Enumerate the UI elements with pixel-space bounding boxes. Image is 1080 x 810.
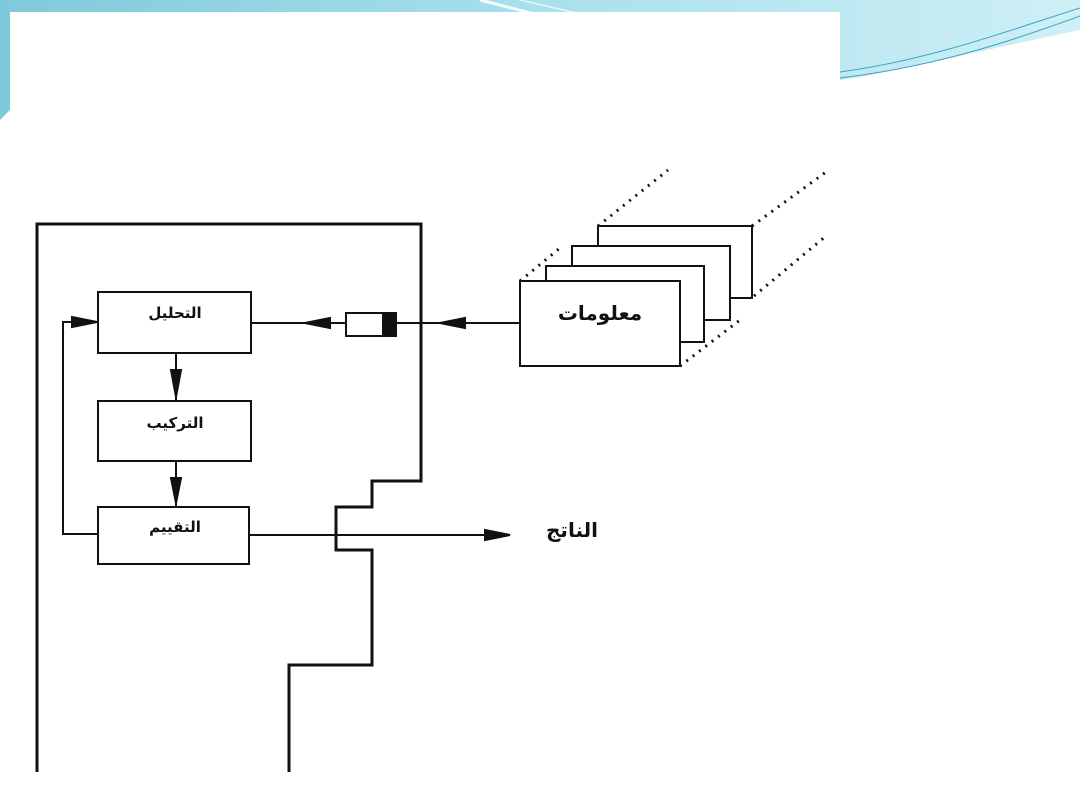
information-stack <box>519 168 827 368</box>
synthesis-label: التركيب <box>147 414 204 432</box>
output-flow <box>249 528 511 542</box>
feedback-loop <box>62 315 98 535</box>
analysis-label: التحليل <box>148 304 201 322</box>
evaluation-label: التقييم <box>149 518 201 536</box>
input-gate <box>345 312 397 337</box>
synthesis-box <box>97 400 252 462</box>
input-flow <box>252 316 520 330</box>
information-box <box>519 280 681 367</box>
output-label: الناتج <box>546 518 598 542</box>
system-boundary <box>35 222 423 772</box>
evaluation-box <box>97 506 250 565</box>
analysis-box <box>97 291 252 354</box>
information-label: معلومات <box>558 301 642 325</box>
flow-arrows-vertical <box>169 353 183 507</box>
